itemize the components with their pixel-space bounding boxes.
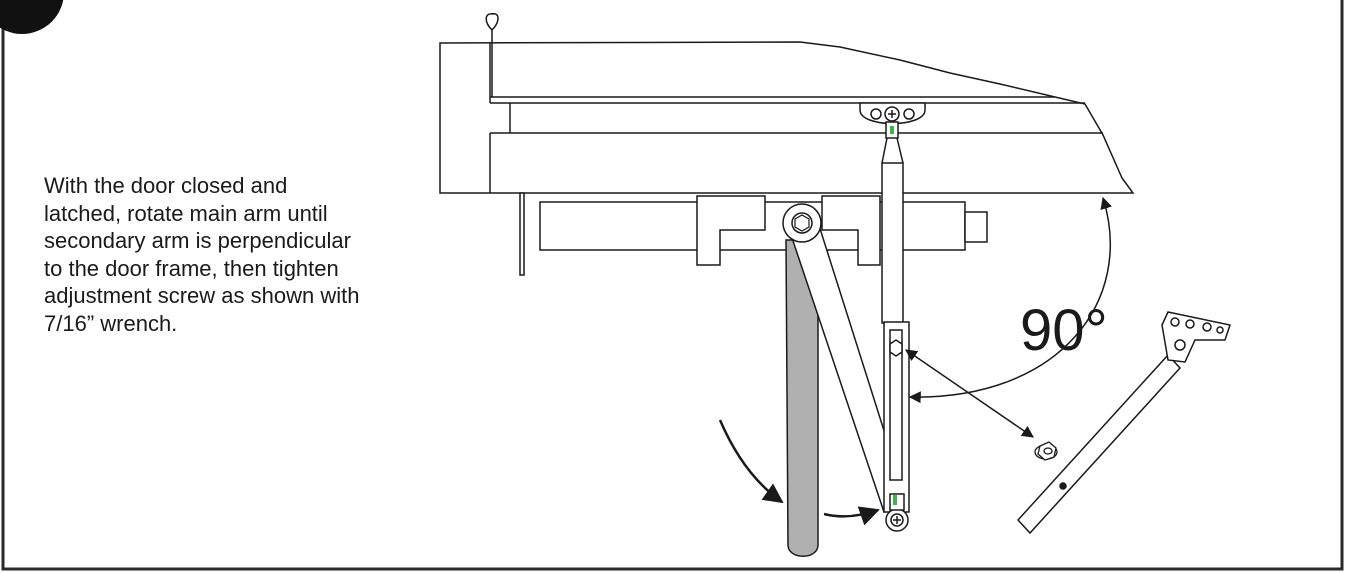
step-badge [0, 0, 64, 34]
angle-label: 90° [1020, 298, 1108, 363]
main-arm [785, 239, 819, 557]
closer-body [539, 195, 988, 266]
green-mark-bottom [893, 495, 897, 505]
instruction-line: With the door closed and [44, 173, 288, 198]
pivot-bolt [782, 203, 822, 243]
instruction-line: to the door frame, then tighten [44, 255, 339, 281]
instruction-line: latched, rotate main arm until [44, 200, 328, 226]
rotation-arrow-left [718, 419, 784, 504]
frame-jamb [519, 192, 525, 276]
adjustment-screw [1034, 441, 1058, 461]
green-mark-top [890, 126, 894, 134]
instruction-line: secondary arm is perpendicular [44, 228, 351, 253]
rotation-arrow-bottom [823, 506, 880, 526]
instruction-text: With the door closed and latched, rotate… [44, 172, 404, 337]
instruction-line: 7/16” wrench. [44, 310, 178, 336]
instruction-line: adjustment screw as shown with [44, 283, 360, 308]
hook [485, 13, 499, 97]
shoe-bracket [859, 102, 926, 164]
arm-assembly-detail [1016, 311, 1231, 535]
screw-callout-arrow [905, 349, 1034, 438]
door-header [439, 41, 1135, 194]
